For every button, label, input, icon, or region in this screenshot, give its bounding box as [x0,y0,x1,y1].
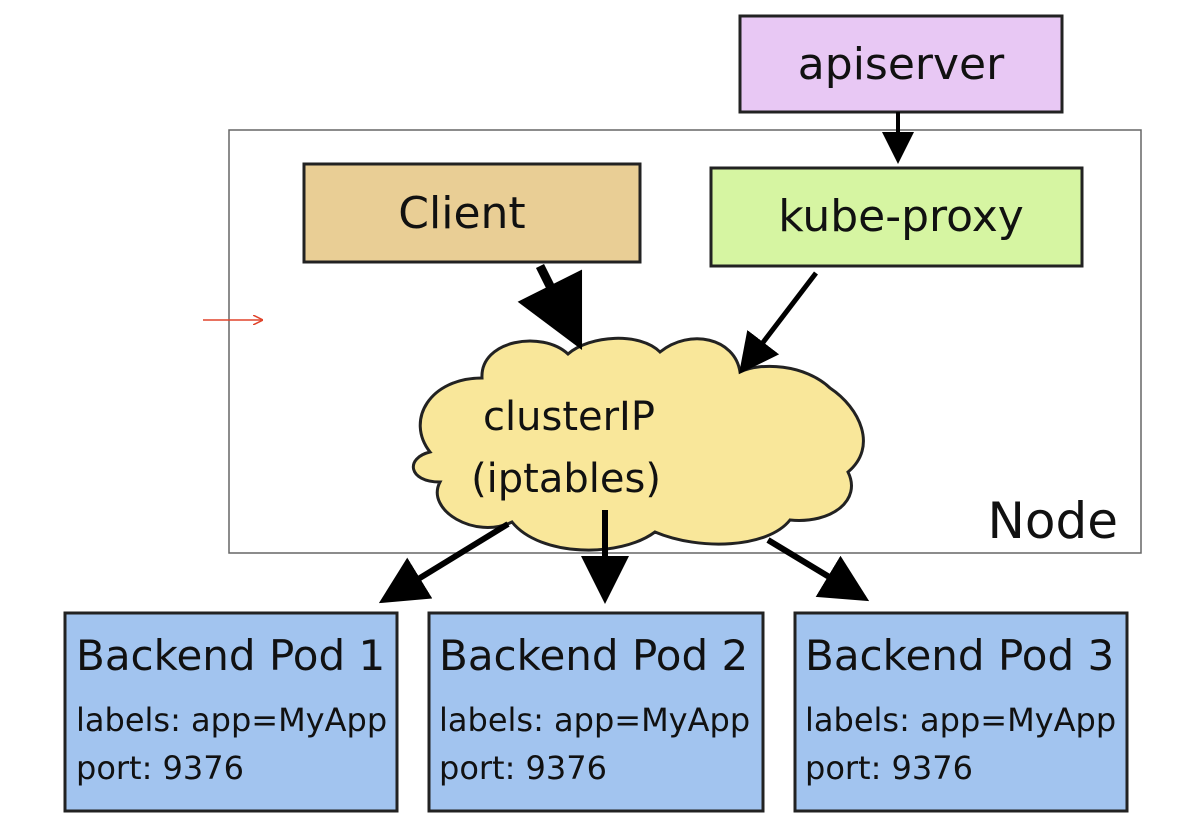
backend-pod-1-labels: labels: app=MyApp [76,701,387,739]
backend-pod-3-port: port: 9376 [805,749,973,787]
iptables-label: (iptables) [471,456,661,502]
kube-proxy-box [709,166,1084,268]
node-label: Node [988,492,1119,550]
backend-pod-3-title: Backend Pod 3 [805,631,1114,680]
kube-proxy-label: kube-proxy [778,191,1024,242]
backend-pod-1-title: Backend Pod 1 [76,631,385,680]
backend-pod-3-box [793,611,1129,813]
client-to-cluster-ip-arrow [517,263,583,351]
backend-pod-1-box [63,611,399,813]
client-box [302,162,642,264]
apiserver-label: apiserver [798,39,1005,90]
backend-pod-2: Backend Pod 2 labels: app=MyApp port: 93… [427,611,765,813]
cluster-ip-to-pod3-arrow [766,537,870,602]
connection-arrows [378,112,914,604]
backend-pod-2-title: Backend Pod 2 [439,631,748,680]
backend-pod-2-labels: labels: app=MyApp [439,701,750,739]
client-label: Client [398,188,525,239]
backend-pod-3-labels: labels: app=MyApp [805,701,1116,739]
backend-pod-1-port: port: 9376 [76,749,244,787]
backend-pod-3: Backend Pod 3 labels: app=MyApp port: 93… [793,611,1129,813]
apiserver-box [738,14,1064,114]
backend-pod-1: Backend Pod 1 labels: app=MyApp port: 93… [63,611,399,813]
cluster-ip-label: clusterIP [483,394,655,440]
backend-pod-2-port: port: 9376 [439,749,607,787]
kube-proxy-to-cluster-ip-arrow [738,271,818,374]
cluster-ip-to-pod1-arrow [378,521,510,604]
backend-pod-2-box [427,611,765,813]
